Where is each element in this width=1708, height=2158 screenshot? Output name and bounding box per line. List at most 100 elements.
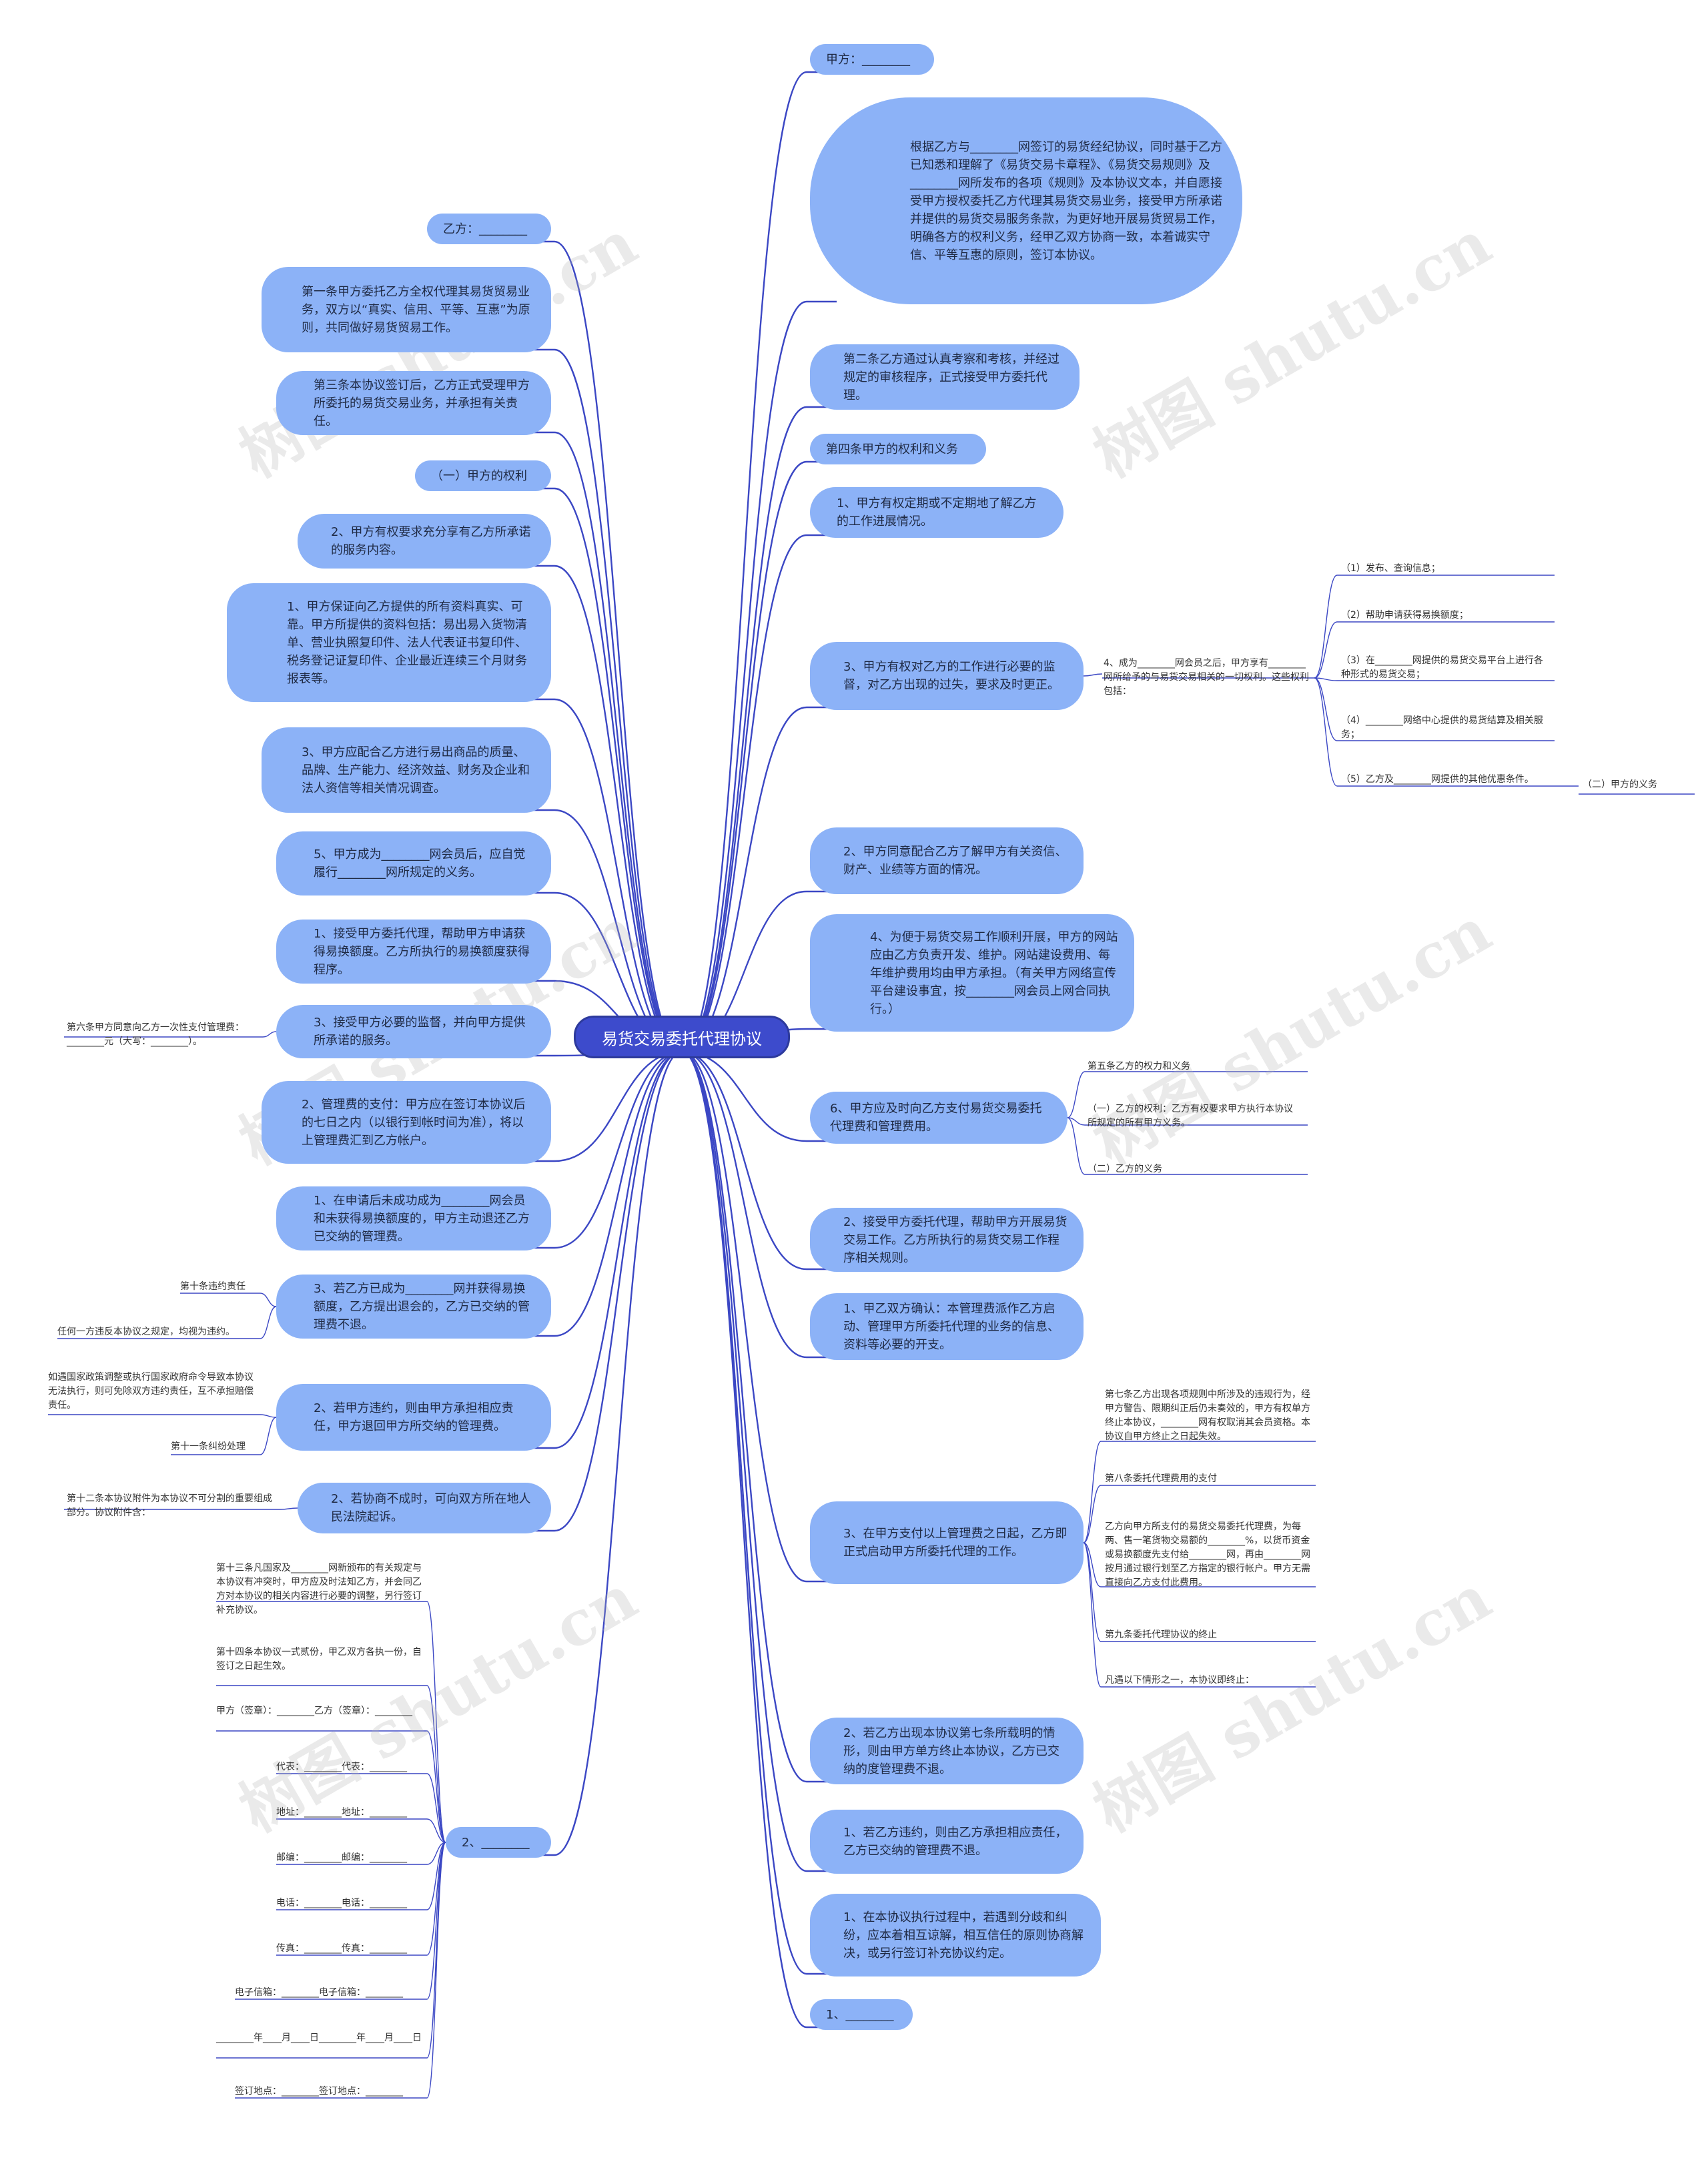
- left-topic-13[interactable]: 3、若乙方已成为________网并获得易换额度，乙方提出退会的，乙方已交纳的管…: [276, 1275, 551, 1339]
- right-topic-10[interactable]: 2、接受甲方委托代理，帮助甲方开展易货交易工作。乙方所执行的易货交易工作程序相关…: [810, 1208, 1084, 1272]
- connector-line: [1083, 1542, 1102, 1642]
- left-topic-15[interactable]: 2、若协商不成时，可向双方所在地人民法院起诉。: [298, 1483, 551, 1533]
- rights4-parent-text: 4、成为________网会员之后，甲方享有________网所给予的与易货交易…: [1104, 658, 1309, 697]
- right-topic-4[interactable]: 第四条甲方的权利和义务: [810, 434, 986, 464]
- connector-line: [1067, 1071, 1086, 1118]
- left-topic-6[interactable]: 1、甲方保证向乙方提供的所有资料真实、可靠。甲方所提供的资料包括：易出易入货物清…: [227, 583, 551, 702]
- right-topic-11[interactable]: 1、甲乙双方确认：本管理费派作乙方启动、管理甲方所委托代理的业务的信息、资料等必…: [810, 1293, 1084, 1360]
- right-topic-3[interactable]: 第二条乙方通过认真考察和考核，并经过规定的审核程序，正式接受甲方委托代理。: [810, 344, 1080, 410]
- topic-text: （一）甲方的权利: [431, 468, 527, 483]
- right-topic-8[interactable]: 4、为便于易货交易工作顺利开展，甲方的网站应由乙方负责开发、维护。网站建设费用、…: [810, 914, 1134, 1032]
- topic-text: 2、接受甲方委托代理，帮助甲方开展易货交易工作。乙方所执行的易货交易工作程序相关…: [843, 1214, 1068, 1265]
- topic-text: 3、若乙方已成为________网并获得易换额度，乙方提出退会的，乙方已交纳的管…: [314, 1281, 530, 1332]
- connector-line: [1067, 1117, 1086, 1175]
- signature-item: 签订地点：________签订地点：________: [235, 2086, 403, 2097]
- jia-duty-text: （二）甲方的义务: [1583, 779, 1657, 790]
- topic-text: 2、若甲方违约，则由甲方承担相应责任，甲方退回甲方所交纳的管理费。: [314, 1401, 514, 1433]
- connector-line: [1083, 1542, 1102, 1688]
- section5-item: （二）乙方的义务: [1088, 1164, 1162, 1174]
- connector-line: [681, 1050, 807, 1783]
- signature-item: 电话：________电话：________: [276, 1898, 407, 1908]
- topic-text: 1、甲方有权定期或不定期地了解乙方的工作进展情况。: [837, 496, 1037, 528]
- connector-line: [554, 1050, 683, 1249]
- right-topic-13[interactable]: 2、若乙方出现本协议第七条所载明的情形，则由甲方单方终止本协议，乙方已交纳的度管…: [810, 1718, 1084, 1784]
- rights4-item: （5）乙方及________网提供的其他优惠条件。: [1341, 774, 1534, 785]
- connector-line: [681, 534, 807, 1053]
- section11-item: 第十一条纠纷处理: [171, 1441, 246, 1452]
- right-topic-5[interactable]: 1、甲方有权定期或不定期地了解乙方的工作进展情况。: [810, 487, 1063, 538]
- signature-item: 第十三条凡国家及________网新颁布的有关规定与本协议有冲突时，甲方应及时法…: [216, 1563, 422, 1615]
- section11-item: 如遇国家政策调整或执行国家政府命令导致本协议无法执行，则可免除双方违约责任，互不…: [48, 1372, 254, 1411]
- right-topic-7[interactable]: 2、甲方同意配合乙方了解甲方有关资信、财产、业绩等方面的情况。: [810, 827, 1084, 894]
- left-topic-16[interactable]: 2、________: [446, 1827, 551, 1858]
- connector-line: [554, 698, 683, 1053]
- section7-item: 第八条委托代理费用的支付: [1105, 1473, 1217, 1484]
- topic-text: 甲方：________: [826, 52, 910, 67]
- topic-text: 1、甲方保证向乙方提供的所有资料真实、可靠。甲方所提供的资料包括：易出易入货物清…: [287, 599, 527, 686]
- left-topic-14[interactable]: 2、若甲方违约，则由甲方承担相应责任，甲方退回甲方所交纳的管理费。: [276, 1384, 551, 1451]
- left-topic-2[interactable]: 第一条甲方委托乙方全权代理其易货贸易业务，双方以“真实、信用、平等、互惠”为原则…: [262, 267, 551, 352]
- connector-line: [554, 348, 683, 1053]
- topic-text: 2、若乙方出现本协议第七条所载明的情形，则由甲方单方终止本协议，乙方已交纳的度管…: [843, 1726, 1059, 1776]
- left-topic-10[interactable]: 3、接受甲方必要的监督，并向甲方提供所承诺的服务。: [276, 1005, 551, 1058]
- connector-line: [681, 1050, 807, 2029]
- connector-line: [1314, 621, 1338, 679]
- connector-line: [1083, 1542, 1102, 1587]
- topic-text: 第四条甲方的权利和义务: [826, 442, 958, 456]
- connector-line: [1067, 1117, 1086, 1126]
- root-topic[interactable]: 易货交易委托代理协议: [574, 1016, 790, 1058]
- signature-item: 地址：________地址：________: [276, 1807, 407, 1818]
- connector-line: [1314, 677, 1338, 681]
- connector-line: [1314, 677, 1338, 787]
- right-topic-2[interactable]: 根据乙方与________网签订的易货经纪协议，同时基于乙方已知悉和理解了《易货…: [810, 97, 1242, 304]
- topic-text: 第三条本协议签订后，乙方正式受理甲方所委托的易货交易业务，并承担有关责任。: [314, 378, 530, 428]
- connector-line: [681, 1050, 807, 1271]
- rights4-item: （2）帮助申请获得易换额度；: [1341, 610, 1468, 621]
- section7-item: 第七条乙方出现各项规则中所涉及的违规行为，经甲方警告、限期纠正后仍未奏效的，甲方…: [1105, 1389, 1310, 1442]
- left-topic-11[interactable]: 2、管理费的支付：甲方应在签订本协议后的七日之内（以银行到帐时间为准），将以上管…: [262, 1081, 551, 1164]
- signature-item: 邮编：________邮编：________: [276, 1852, 407, 1863]
- right-topic-1[interactable]: 甲方：________: [810, 44, 934, 75]
- section6-text: 第六条甲方同意向乙方一次性支付管理费：________元（大写：________…: [67, 1022, 244, 1047]
- left-topic-8[interactable]: 5、甲方成为________网会员后，应自觉履行________网所规定的义务。: [276, 831, 551, 895]
- connector-line: [260, 1306, 277, 1339]
- topic-text: 根据乙方与________网签订的易货经纪协议，同时基于乙方已知悉和理解了《易货…: [910, 139, 1222, 262]
- connector-line: [681, 1050, 807, 1359]
- section5-item: 第五条乙方的权力和义务: [1088, 1061, 1190, 1072]
- topic-text: 1、甲乙双方确认：本管理费派作乙方启动、管理甲方所委托代理的业务的信息、资料等必…: [843, 1301, 1059, 1352]
- right-topic-15[interactable]: 1、在本协议执行过程中，若遇到分歧和纠纷，应本着相互谅解，相互信任的原则协商解决…: [810, 1894, 1101, 1976]
- connector-line: [681, 1050, 807, 1975]
- signature-item: 传真：________传真：________: [276, 1943, 407, 1954]
- left-topic-9[interactable]: 1、接受甲方委托代理，帮助甲方申请获得易换额度。乙方所执行的易换额度获得程序。: [276, 920, 551, 984]
- topic-text: 1、在申请后未成功成为________网会员和未获得易换额度的，甲方主动退还乙方…: [314, 1193, 530, 1244]
- section7-item: 第九条委托代理协议的终止: [1105, 1630, 1217, 1640]
- connector-line: [426, 1842, 446, 2099]
- topic-text: 1、在本协议执行过程中，若遇到分歧和纠纷，应本着相互谅解，相互信任的原则协商解决…: [843, 1910, 1084, 1960]
- left-topic-12[interactable]: 1、在申请后未成功成为________网会员和未获得易换额度的，甲方主动退还乙方…: [276, 1186, 551, 1250]
- connector-line: [681, 1050, 807, 1872]
- connector-line: [426, 1818, 446, 1843]
- connector-line: [260, 1417, 277, 1455]
- signature-item: 甲方（签章）：________乙方（签章）：________: [216, 1706, 412, 1716]
- topic-text: 1、若乙方违约，则由乙方承担相应责任，乙方已交纳的管理费不退。: [843, 1826, 1068, 1858]
- right-topic-16[interactable]: 1、________: [810, 1999, 913, 2030]
- connector-line: [681, 1050, 807, 1583]
- topic-text: 5、甲方成为________网会员后，应自觉履行________网所规定的义务。: [314, 847, 526, 879]
- right-topic-6[interactable]: 3、甲方有权对乙方的工作进行必要的监督，对乙方出现的过失，要求及时更正。: [810, 642, 1084, 710]
- connector-line: [554, 1050, 683, 1532]
- left-topic-5[interactable]: 2、甲方有权要求充分享有乙方所承诺的服务内容。: [298, 514, 551, 569]
- connector-line: [262, 1031, 277, 1038]
- topic-text: 6、甲方应及时向乙方支付易货交易委托代理费和管理费用。: [830, 1102, 1042, 1134]
- right-topic-9[interactable]: 6、甲方应及时向乙方支付易货交易委托代理费和管理费用。: [810, 1092, 1068, 1144]
- connector-line: [280, 1507, 298, 1510]
- left-topic-4[interactable]: （一）甲方的权利: [415, 460, 551, 491]
- left-topic-1[interactable]: 乙方：________: [427, 214, 551, 244]
- connector-line: [554, 1050, 683, 1856]
- rights4-item: （4）________网络中心提供的易货结算及相关服务；: [1341, 715, 1543, 740]
- left-topic-3[interactable]: 第三条本协议签订后，乙方正式受理甲方所委托的易货交易业务，并承担有关责任。: [276, 371, 551, 435]
- section10-item: 第十条违约责任: [180, 1281, 246, 1292]
- left-topic-7[interactable]: 3、甲方应配合乙方进行易出商品的质量、品牌、生产能力、经济效益、财务及企业和法人…: [262, 727, 551, 813]
- signature-item: 代表：________代表：________: [276, 1762, 407, 1772]
- right-topic-12[interactable]: 3、在甲方支付以上管理费之日起，乙方即正式启动甲方所委托代理的工作。: [810, 1501, 1084, 1584]
- right-topic-14[interactable]: 1、若乙方违约，则由乙方承担相应责任，乙方已交纳的管理费不退。: [810, 1810, 1084, 1874]
